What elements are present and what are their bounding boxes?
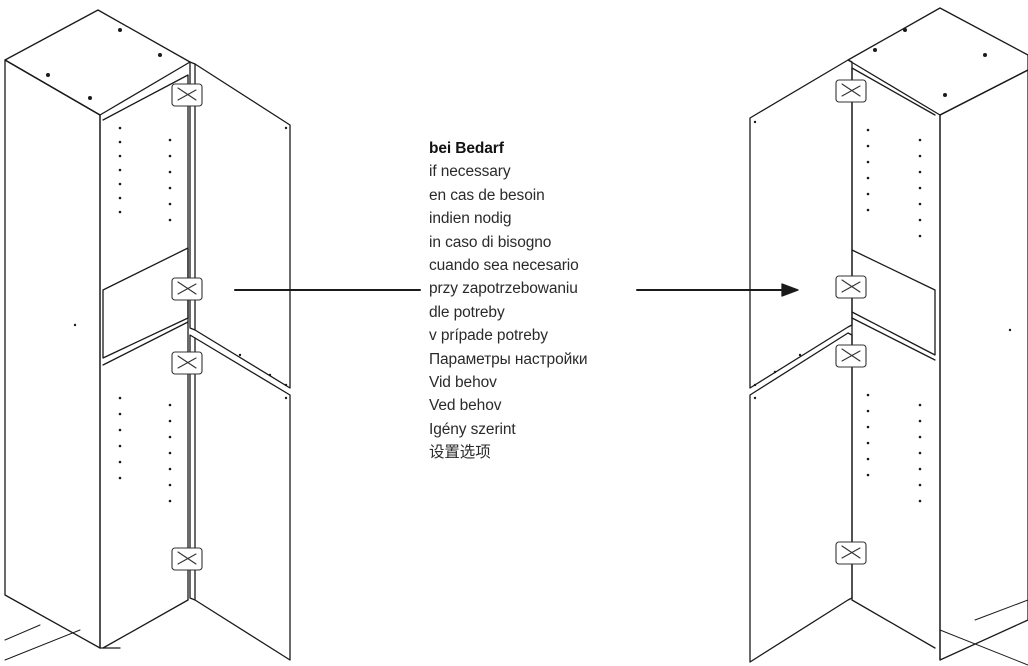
- translation-cs: dle potreby: [429, 303, 505, 321]
- instruction-heading: bei Bedarf: [429, 140, 504, 157]
- translation-it: in caso di bisogno: [429, 233, 552, 251]
- right-arrow-icon: [636, 283, 799, 297]
- cabinet-shelf: [851, 249, 936, 356]
- translation-sv: Vid behov: [429, 374, 497, 392]
- cabinet-shelf: [102, 247, 189, 359]
- left-cabinet: [4, 9, 291, 661]
- floor-line: [4, 624, 41, 641]
- floor-line: [4, 629, 81, 661]
- lower-door: [749, 332, 853, 663]
- upper-door: [749, 59, 853, 389]
- shelf-pin-holes: [866, 28, 987, 503]
- instruction-text-block: bei Bedarf if necessary en cas de besoin…: [429, 137, 669, 465]
- translation-ru: Параметры настройки: [429, 350, 588, 368]
- lower-door: [189, 334, 291, 661]
- translation-sk: v prípade potreby: [429, 327, 548, 345]
- translation-pl: przy zapotrzebowaniu: [429, 280, 578, 298]
- translation-zh: 设置选项: [429, 444, 491, 462]
- translation-hu: Igény szerint: [429, 420, 516, 438]
- shelf-pin-holes: [46, 28, 172, 503]
- cabinet-top-face: [4, 9, 191, 116]
- translation-da: Ved behov: [429, 397, 502, 415]
- upper-door: [189, 61, 291, 389]
- translation-nl: indien nodig: [429, 210, 512, 228]
- cabinet-top-face: [847, 7, 1028, 116]
- cabinet-hinge-icon: [835, 79, 867, 565]
- cabinet-side-panel: [4, 59, 101, 649]
- cabinet-hinge-icon: [171, 83, 203, 571]
- translation-es: cuando sea necesario: [429, 257, 579, 275]
- floor-line: [939, 629, 1028, 666]
- translation-fr: en cas de besoin: [429, 186, 545, 204]
- translation-en: if necessary: [429, 163, 511, 181]
- cabinet-side-panel: [939, 69, 1028, 661]
- right-cabinet: [749, 7, 1028, 666]
